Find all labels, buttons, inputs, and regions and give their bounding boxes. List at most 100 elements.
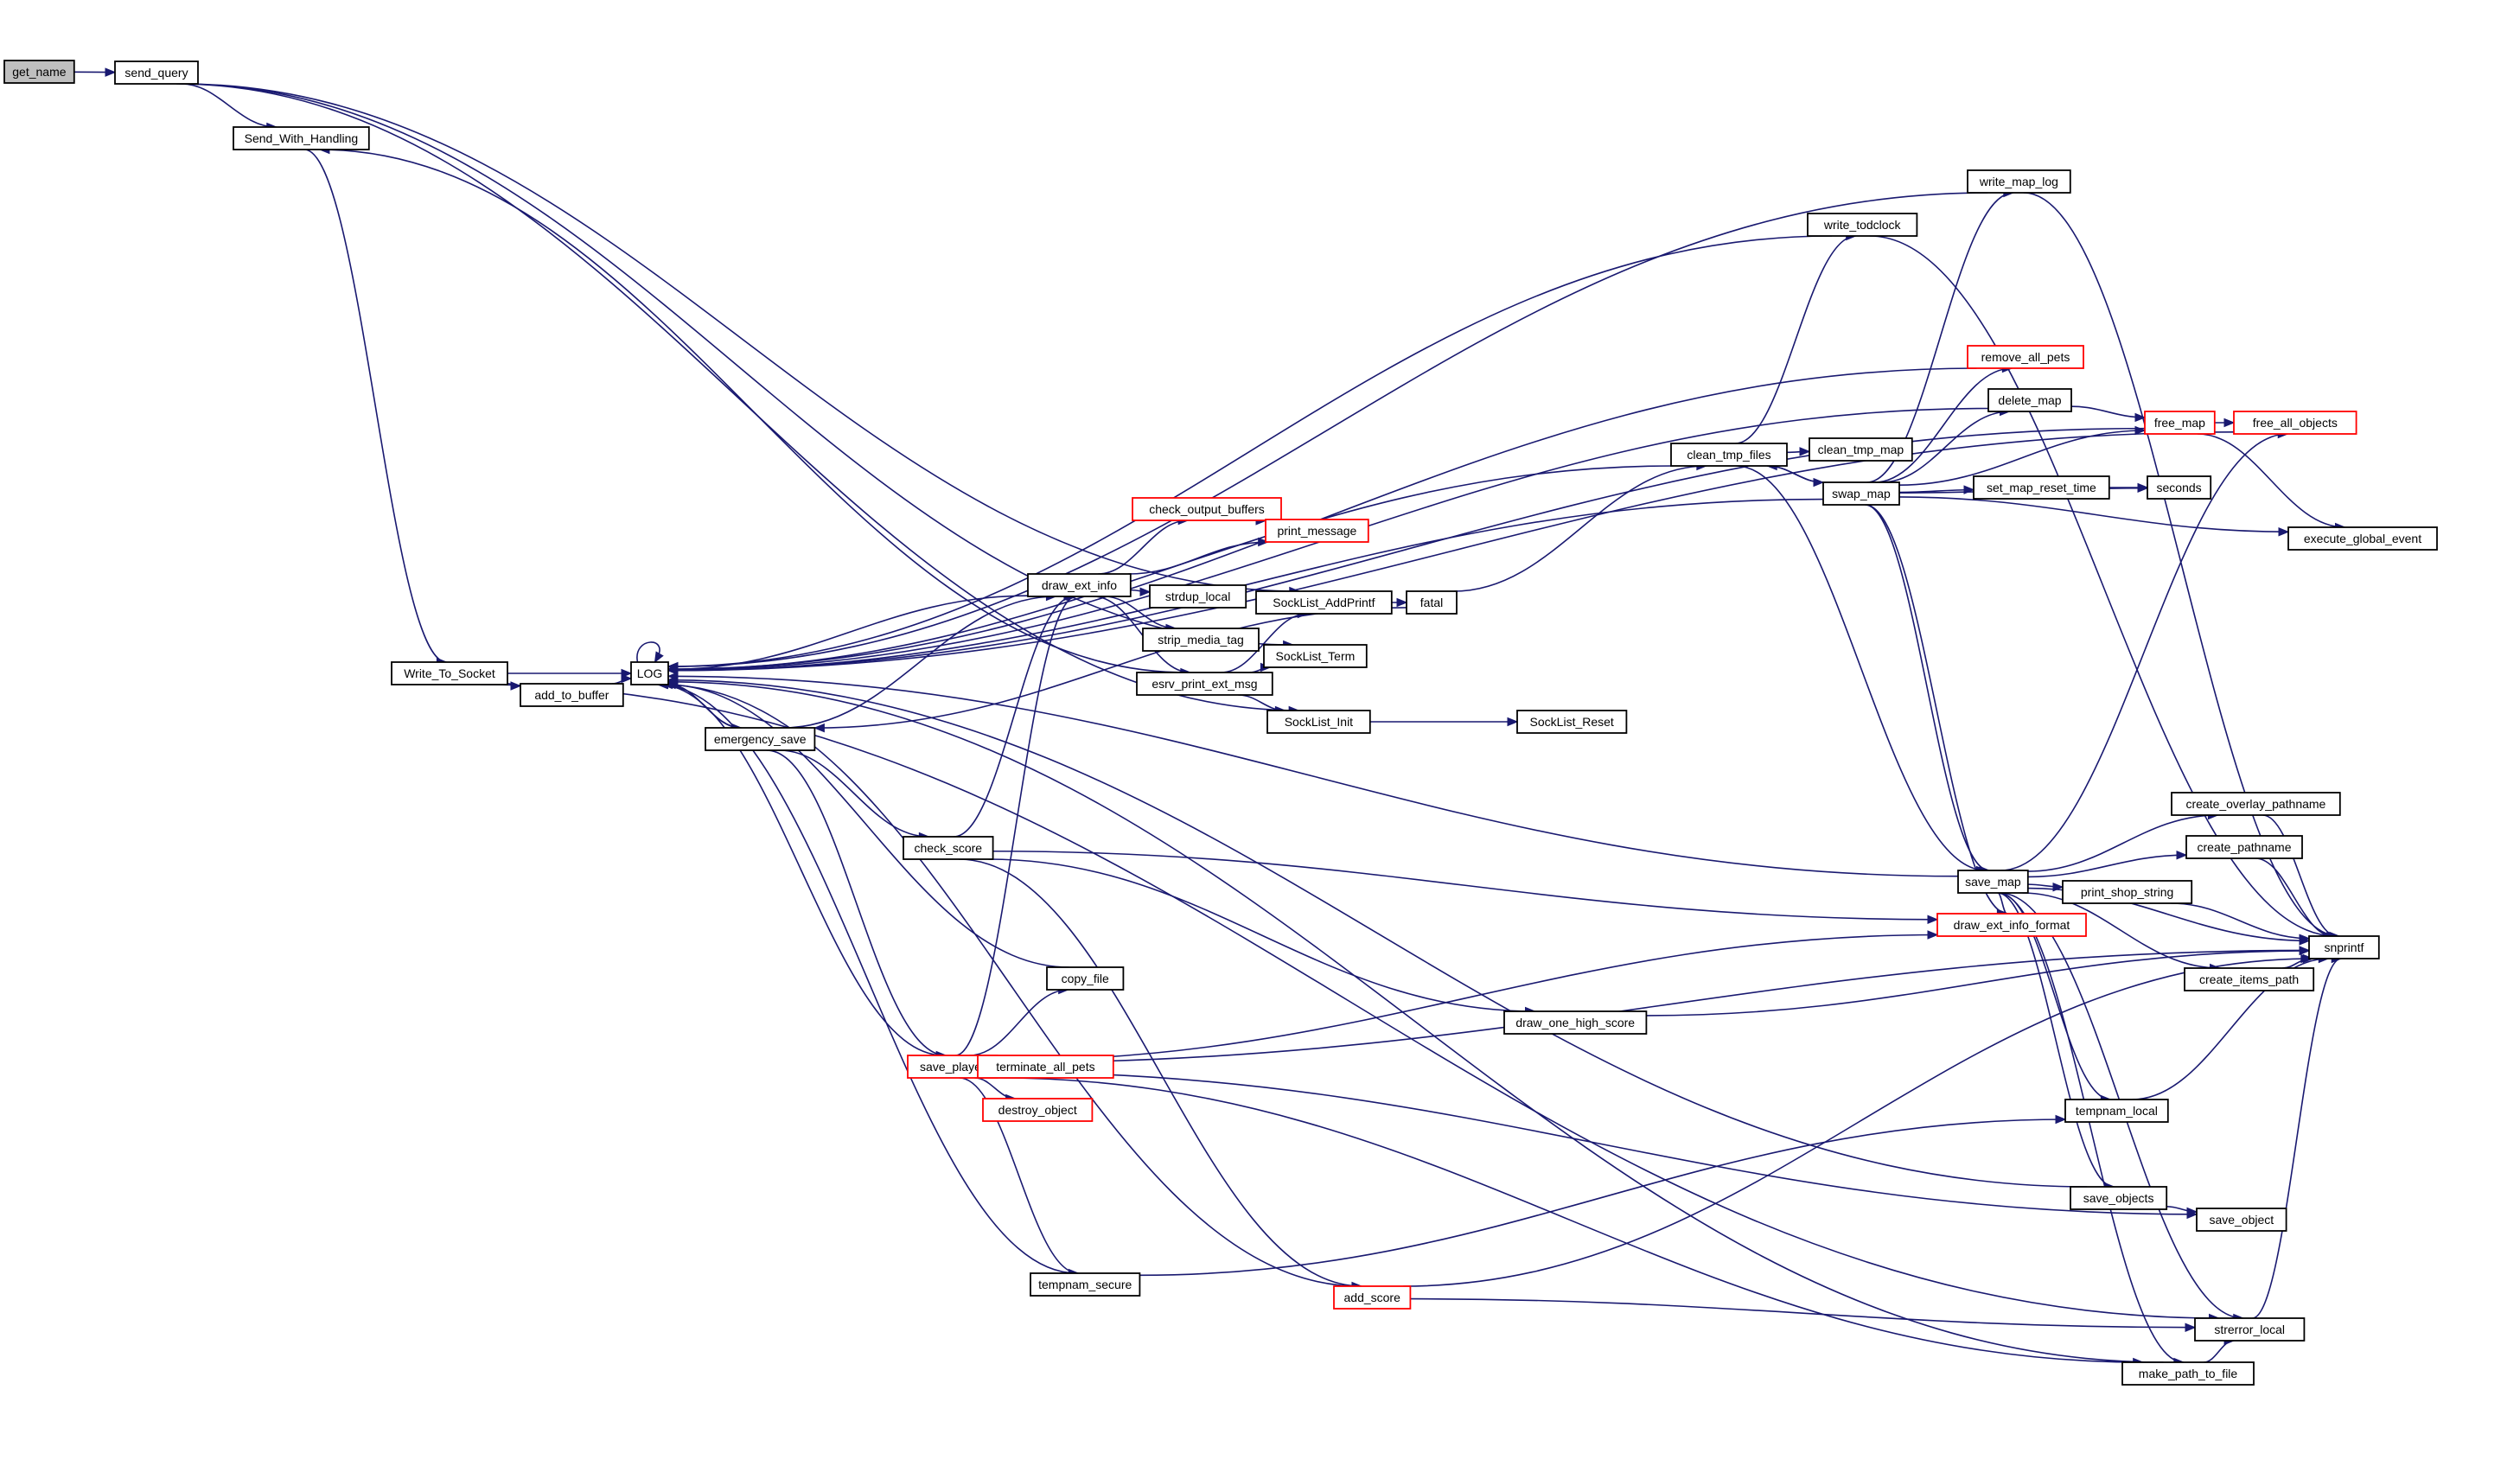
node-box[interactable] [977,1055,1114,1079]
node-box[interactable] [391,661,508,685]
node-create_items_path[interactable]: create_items_path [2184,967,2315,991]
node-terminate_all_pets[interactable]: terminate_all_pets [977,1055,1114,1079]
node-box[interactable] [1973,475,2110,500]
node-tempnam_local[interactable]: tempnam_local [2064,1099,2169,1123]
node-add_score[interactable]: add_score [1333,1285,1412,1310]
node-SockList_Init[interactable]: SockList_Init [1266,710,1371,734]
node-draw_ext_info[interactable]: draw_ext_info [1027,573,1132,597]
node-box[interactable] [2287,526,2438,551]
node-get_name[interactable]: get_name [3,60,75,84]
node-SockList_Term[interactable]: SockList_Term [1263,644,1368,668]
node-box[interactable] [2147,475,2212,500]
node-swap_map[interactable]: swap_map [1822,481,1900,506]
node-box[interactable] [1263,644,1368,668]
node-box[interactable] [1136,672,1273,696]
node-box[interactable] [2171,792,2341,816]
node-strdup_local[interactable]: strdup_local [1149,584,1247,609]
node-box[interactable] [2121,1361,2255,1386]
node-box[interactable] [1046,966,1125,991]
node-box[interactable] [2064,1099,2169,1123]
node-box[interactable] [1670,443,1788,467]
node-box[interactable] [903,836,994,860]
node-box[interactable] [1936,913,2087,937]
node-draw_one_high_score[interactable]: draw_one_high_score [1503,1010,1648,1035]
node-emergency_save[interactable]: emergency_save [705,727,816,751]
node-clean_tmp_files[interactable]: clean_tmp_files [1670,443,1788,467]
node-save_objects[interactable]: save_objects [2070,1186,2168,1210]
node-check_score[interactable]: check_score [903,836,994,860]
node-esrv_print_ext_msg[interactable]: esrv_print_ext_msg [1136,672,1273,696]
node-strip_media_tag[interactable]: strip_media_tag [1142,628,1260,652]
node-box[interactable] [3,60,75,84]
node-box[interactable] [1957,870,2029,894]
node-save_map[interactable]: save_map [1957,870,2029,894]
node-tempnam_secure[interactable]: tempnam_secure [1030,1272,1141,1297]
node-draw_ext_info_format[interactable]: draw_ext_info_format [1936,913,2087,937]
node-box[interactable] [2062,880,2193,904]
node-box[interactable] [1809,437,1913,462]
node-box[interactable] [1142,628,1260,652]
node-box[interactable] [1406,590,1458,615]
node-box[interactable] [2070,1186,2168,1210]
node-box[interactable] [2194,1317,2306,1342]
node-seconds[interactable]: seconds [2147,475,2212,500]
node-box[interactable] [520,683,624,707]
node-free_all_objects[interactable]: free_all_objects [2233,411,2357,435]
node-write_map_log[interactable]: write_map_log [1967,169,2071,194]
node-box[interactable] [1132,497,1282,521]
node-Send_With_Handling[interactable]: Send_With_Handling [233,126,370,150]
node-execute_global_event[interactable]: execute_global_event [2287,526,2438,551]
node-box[interactable] [1503,1010,1648,1035]
node-box[interactable] [630,661,669,685]
edge-draw_ext_info-to-LOG [667,595,1029,671]
node-write_todclock[interactable]: write_todclock [1807,213,1918,237]
node-destroy_object[interactable]: destroy_object [982,1098,1094,1122]
node-check_output_buffers[interactable]: check_output_buffers [1132,497,1282,521]
node-box[interactable] [1266,710,1371,734]
node-clean_tmp_map[interactable]: clean_tmp_map [1809,437,1913,462]
node-box[interactable] [1265,519,1369,543]
node-box[interactable] [1516,710,1628,734]
node-snprintf[interactable]: snprintf [2308,935,2380,959]
node-box[interactable] [2144,411,2216,435]
node-box[interactable] [705,727,816,751]
node-Write_To_Socket[interactable]: Write_To_Socket [391,661,508,685]
node-box[interactable] [1987,388,2072,412]
node-fatal[interactable]: fatal [1406,590,1458,615]
node-box[interactable] [233,126,370,150]
node-box[interactable] [1967,169,2071,194]
node-add_to_buffer[interactable]: add_to_buffer [520,683,624,707]
node-box[interactable] [1822,481,1900,506]
node-create_overlay_pathname[interactable]: create_overlay_pathname [2171,792,2341,816]
node-box[interactable] [1149,584,1247,609]
node-box[interactable] [2196,1208,2287,1232]
node-copy_file[interactable]: copy_file [1046,966,1125,991]
node-make_path_to_file[interactable]: make_path_to_file [2121,1361,2255,1386]
node-label: free_all_objects [2253,416,2338,430]
node-box[interactable] [1967,345,2084,369]
node-box[interactable] [1027,573,1132,597]
node-box[interactable] [1807,213,1918,237]
node-box[interactable] [1255,590,1393,615]
node-box[interactable] [114,61,199,85]
node-box[interactable] [1030,1272,1141,1297]
node-create_pathname[interactable]: create_pathname [2185,835,2303,859]
node-free_map[interactable]: free_map [2144,411,2216,435]
node-box[interactable] [982,1098,1094,1122]
node-box[interactable] [2185,835,2303,859]
node-box[interactable] [2308,935,2380,959]
node-send_query[interactable]: send_query [114,61,199,85]
node-remove_all_pets[interactable]: remove_all_pets [1967,345,2084,369]
node-strerror_local[interactable]: strerror_local [2194,1317,2306,1342]
node-print_shop_string[interactable]: print_shop_string [2062,880,2193,904]
node-box[interactable] [1333,1285,1412,1310]
node-print_message[interactable]: print_message [1265,519,1369,543]
node-set_map_reset_time[interactable]: set_map_reset_time [1973,475,2110,500]
node-delete_map[interactable]: delete_map [1987,388,2072,412]
node-SockList_AddPrintf[interactable]: SockList_AddPrintf [1255,590,1393,615]
node-box[interactable] [2184,967,2315,991]
node-save_object[interactable]: save_object [2196,1208,2287,1232]
node-box[interactable] [2233,411,2357,435]
node-SockList_Reset[interactable]: SockList_Reset [1516,710,1628,734]
node-LOG[interactable]: LOG [630,661,669,685]
